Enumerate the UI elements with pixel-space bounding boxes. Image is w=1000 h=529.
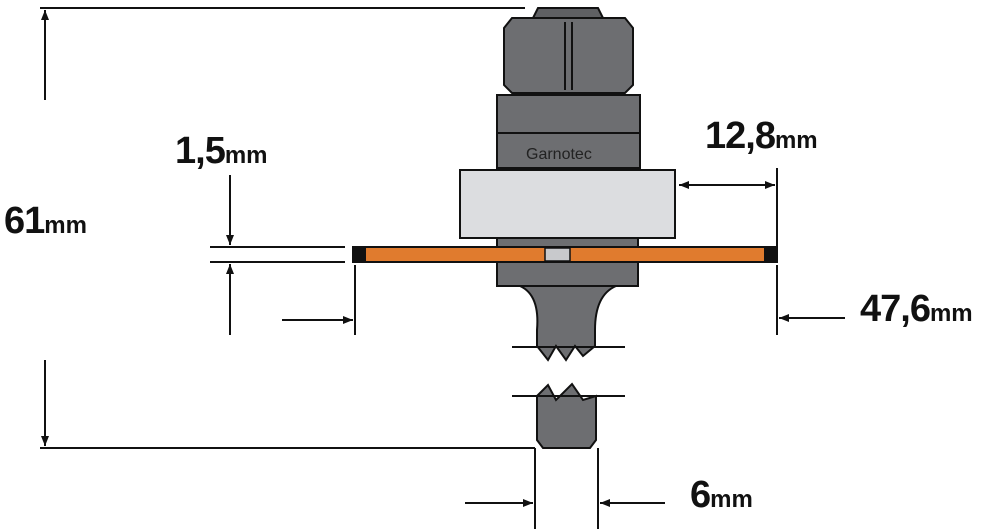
shank-lower xyxy=(536,382,597,449)
shank-upper xyxy=(519,285,617,362)
dim-overall-length: 61mm xyxy=(4,200,87,242)
nut-cap xyxy=(531,7,605,19)
collar xyxy=(496,94,641,169)
dim-blade-diameter: 47,6mm xyxy=(860,288,973,330)
hex-nut xyxy=(503,17,634,94)
bearing xyxy=(459,169,676,239)
dim-shank-diameter: 6mm xyxy=(690,474,753,516)
brand-label: Garnotec xyxy=(526,146,592,163)
dim-cutting-depth: 12,8mm xyxy=(705,115,818,157)
dim-blade-thickness: 1,5mm xyxy=(175,130,268,172)
dimension-lines xyxy=(40,7,845,529)
router-bit xyxy=(352,7,778,449)
